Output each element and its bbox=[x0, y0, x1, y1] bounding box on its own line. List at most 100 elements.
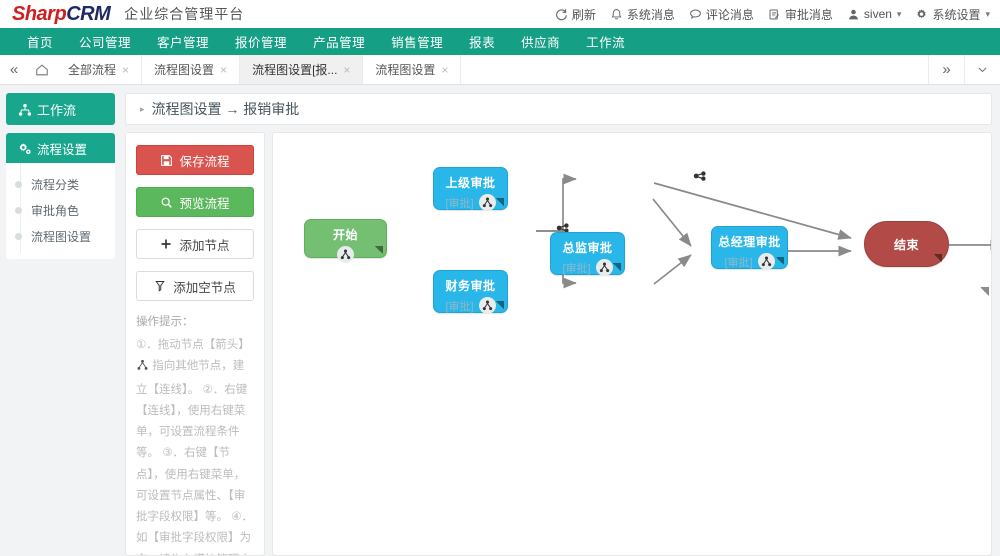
system-settings-button[interactable]: 系统设置 ▾ bbox=[915, 6, 990, 23]
close-icon[interactable]: × bbox=[220, 62, 228, 77]
close-icon[interactable]: × bbox=[343, 62, 351, 77]
hint-line-3: ③．右键【节点】，使用右键菜单，可设置节点属性、【审批字段权限】等。 bbox=[136, 447, 246, 524]
refresh-icon bbox=[555, 8, 568, 21]
flow-node-meta: [审批] bbox=[712, 253, 787, 270]
gear-icon bbox=[915, 8, 928, 21]
gears-icon bbox=[18, 142, 31, 155]
tab-strip-tools: » bbox=[928, 55, 1000, 84]
flow-node-general-manager-approval[interactable]: 总经理审批 [审批] bbox=[711, 226, 788, 270]
nav-item-report[interactable]: 报表 bbox=[469, 36, 496, 50]
resize-handle-icon[interactable] bbox=[776, 257, 784, 265]
double-chevron-right-icon[interactable]: » bbox=[928, 55, 964, 84]
home-icon[interactable] bbox=[28, 55, 56, 84]
search-icon bbox=[160, 196, 173, 209]
tab-flowchart-settings-1[interactable]: 流程图设置 × bbox=[142, 55, 241, 84]
resize-handle-icon[interactable] bbox=[496, 301, 504, 309]
user-menu-button[interactable]: siven ▾ bbox=[847, 7, 902, 21]
refresh-button[interactable]: 刷新 bbox=[555, 6, 596, 23]
triangle-icon: ▸ bbox=[140, 103, 145, 114]
flow-node-director-approval[interactable]: 总监审批 [审批] bbox=[550, 232, 625, 276]
preview-process-button[interactable]: 预览流程 bbox=[136, 187, 254, 217]
sidebar-item-approval-role[interactable]: 审批角色 bbox=[6, 197, 115, 223]
sidebar-header-workflow[interactable]: 工作流 bbox=[6, 93, 115, 125]
node-person-icon bbox=[757, 253, 775, 270]
add-empty-node-button[interactable]: 添加空节点 bbox=[136, 271, 254, 301]
comment-message-button[interactable]: 评论消息 bbox=[689, 6, 754, 23]
flow-node-meta: [审批] bbox=[551, 259, 624, 276]
bullet-icon bbox=[15, 232, 22, 240]
close-icon[interactable]: × bbox=[122, 62, 130, 77]
resize-handle-icon[interactable] bbox=[496, 198, 504, 206]
flow-node-title: 上级审批 bbox=[445, 176, 496, 190]
sidebar-section-process-settings[interactable]: 流程设置 bbox=[6, 133, 115, 163]
user-icon bbox=[847, 8, 860, 21]
tab-flowchart-settings-2[interactable]: 流程图设置 × bbox=[363, 55, 462, 84]
chevron-down-icon: ▾ bbox=[896, 8, 902, 19]
add-node-button[interactable]: 添加节点 bbox=[136, 229, 254, 259]
tab-all-processes[interactable]: 全部流程 × bbox=[56, 55, 143, 84]
flow-node-meta: [审批] bbox=[434, 297, 507, 314]
tab-label: 流程图设置 bbox=[375, 63, 436, 77]
app-logo[interactable]: SharpCRM bbox=[12, 3, 111, 25]
close-icon[interactable]: × bbox=[441, 62, 449, 77]
add-node-label: 添加节点 bbox=[179, 238, 230, 253]
resize-handle-icon[interactable] bbox=[613, 263, 621, 271]
empty-node-icon bbox=[154, 280, 167, 293]
flow-node-start[interactable]: 开始 bbox=[304, 219, 387, 263]
flow-node-title: 总经理审批 bbox=[718, 235, 781, 249]
resize-handle-icon[interactable] bbox=[934, 254, 942, 262]
flow-node-meta: [审批] bbox=[434, 194, 507, 211]
comment-icon bbox=[689, 8, 702, 21]
sidebar-menu: 流程分类 审批角色 流程图设置 bbox=[6, 163, 115, 259]
tab-strip: « 全部流程 × 流程图设置 × 流程图设置[报... × 流程图设置 × » bbox=[0, 55, 1000, 85]
tab-label: 流程图设置 bbox=[154, 63, 215, 77]
approval-message-button[interactable]: 审批消息 bbox=[768, 6, 833, 23]
nav-item-quotation[interactable]: 报价管理 bbox=[235, 36, 288, 50]
main-navigation: 首页 公司管理 客户管理 报价管理 产品管理 销售管理 报表 供应商 工作流 bbox=[0, 28, 1000, 55]
save-process-button[interactable]: 保存流程 bbox=[136, 145, 254, 175]
flow-node-supervisor-approval[interactable]: 上级审批 [审批] bbox=[433, 167, 508, 211]
page-body: 工作流 流程设置 流程分类 审批角色 流程图设 bbox=[0, 85, 1000, 556]
flow-node-end[interactable]: 结束 bbox=[864, 221, 949, 267]
save-process-label: 保存流程 bbox=[179, 154, 230, 169]
double-chevron-left-icon[interactable]: « bbox=[9, 61, 19, 78]
nav-item-customer[interactable]: 客户管理 bbox=[157, 36, 210, 50]
tab-label: 全部流程 bbox=[68, 63, 117, 77]
hint-line-1: ①．拖动节点【箭头】 bbox=[136, 339, 250, 351]
chevron-down-icon[interactable] bbox=[964, 55, 1000, 84]
comment-message-label: 评论消息 bbox=[705, 7, 754, 22]
tab-flowchart-settings-reimbursement[interactable]: 流程图设置[报... × bbox=[240, 55, 364, 84]
hint-line-1b: 指向其他节点，建立【连线】。 bbox=[136, 360, 245, 396]
nav-item-product[interactable]: 产品管理 bbox=[313, 36, 366, 50]
flow-connectors bbox=[536, 171, 991, 289]
add-empty-node-label: 添加空节点 bbox=[173, 280, 236, 295]
flow-canvas[interactable]: 开始 上级审批 [审批] bbox=[272, 132, 992, 556]
system-settings-label: 系统设置 bbox=[932, 7, 981, 22]
nav-item-home[interactable]: 首页 bbox=[27, 36, 54, 50]
resize-handle-icon[interactable] bbox=[375, 246, 383, 254]
save-icon bbox=[160, 154, 173, 167]
bullet-icon bbox=[15, 180, 22, 188]
canvas-resize-handle-icon[interactable] bbox=[980, 287, 989, 296]
sidebar-item-flowchart-settings[interactable]: 流程图设置 bbox=[6, 223, 115, 249]
flow-node-tag: [审批] bbox=[724, 256, 753, 269]
node-person-icon bbox=[595, 259, 613, 276]
flow-node-title: 结束 bbox=[893, 237, 919, 252]
flow-node-title: 财务审批 bbox=[445, 279, 496, 293]
nav-item-supplier[interactable]: 供应商 bbox=[521, 36, 561, 50]
clipboard-icon bbox=[768, 8, 781, 21]
workflow-icon bbox=[18, 103, 32, 116]
flow-node-tag: [审批] bbox=[445, 300, 474, 313]
node-arrow-icon bbox=[136, 358, 149, 379]
node-person-icon bbox=[478, 194, 496, 211]
logo-primary: Sharp bbox=[12, 3, 67, 25]
nav-item-workflow[interactable]: 工作流 bbox=[586, 36, 626, 50]
user-name-label: siven bbox=[863, 7, 892, 21]
link-handle-icons bbox=[556, 171, 706, 233]
flow-node-finance-approval[interactable]: 财务审批 [审批] bbox=[433, 270, 508, 314]
nav-item-company[interactable]: 公司管理 bbox=[79, 36, 132, 50]
sidebar-item-process-category[interactable]: 流程分类 bbox=[6, 171, 115, 197]
hint-text: ①．拖动节点【箭头】 指向其他节点，建立【连线】。 ②．右键【连线】，使用右键菜… bbox=[136, 335, 254, 555]
system-message-button[interactable]: 系统消息 bbox=[610, 6, 675, 23]
nav-item-sales[interactable]: 销售管理 bbox=[391, 36, 444, 50]
